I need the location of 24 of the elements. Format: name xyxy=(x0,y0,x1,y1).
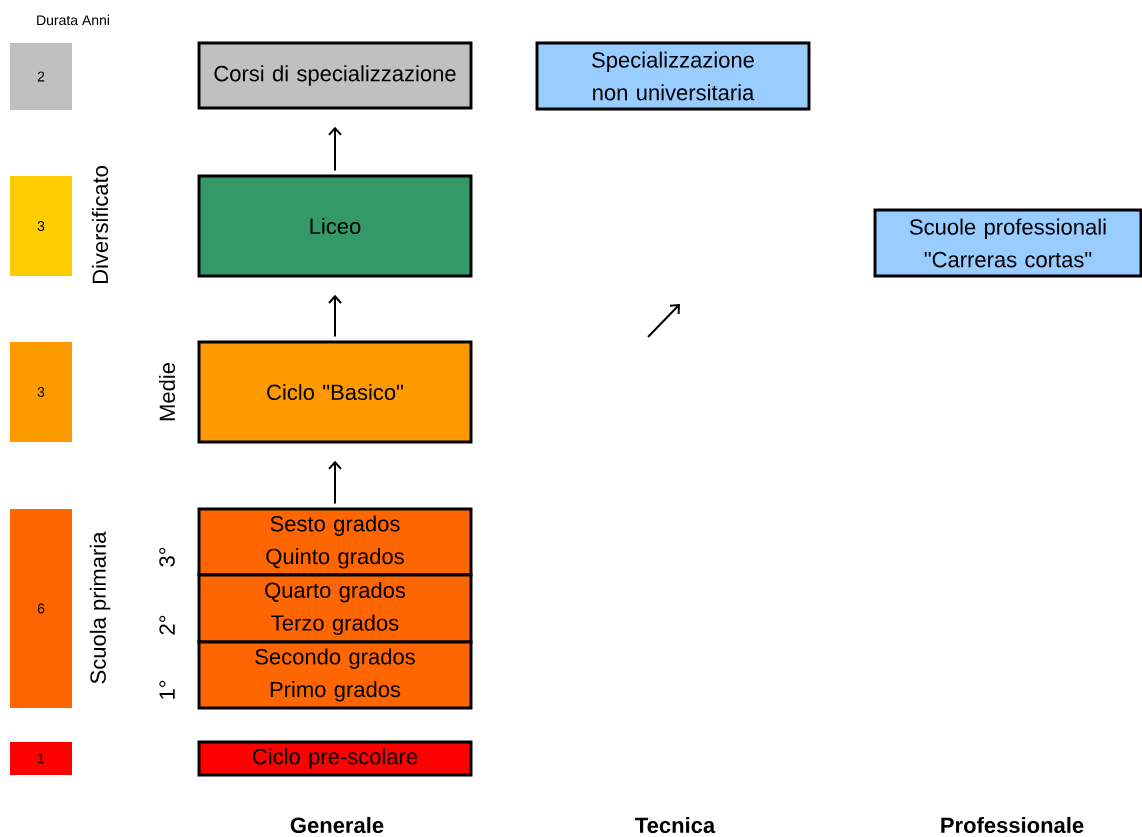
duration-box: 3 xyxy=(10,342,72,442)
duration-box: 3 xyxy=(10,176,72,276)
arrow xyxy=(328,126,342,172)
rotated-label: 3° xyxy=(159,547,175,567)
rotated-label: 2° xyxy=(159,615,175,635)
column-heading: Generale xyxy=(290,816,384,834)
level-box: Liceo xyxy=(197,174,473,278)
level-box: Scuole professionali "Carreras cortas" xyxy=(873,208,1142,278)
level-box: Quarto grados Terzo grados xyxy=(197,573,473,644)
level-box: Ciclo "Basico" xyxy=(197,340,473,444)
arrow xyxy=(328,294,342,338)
column-heading: Professionale xyxy=(941,816,1084,834)
rotated-label: 1° xyxy=(159,680,175,699)
duration-box: 6 xyxy=(10,509,72,708)
level-box: Specializzazione non universitaria xyxy=(535,41,811,111)
level-box: Ciclo pre-scolare xyxy=(197,740,473,777)
level-box: Secondo grados Primo grados xyxy=(197,640,473,710)
duration-box: 2 xyxy=(10,43,72,110)
rotated-label: Medie xyxy=(158,363,176,421)
arrow xyxy=(328,460,342,505)
duration-box: 1 xyxy=(10,742,72,775)
column-heading: Tecnica xyxy=(635,816,716,834)
level-box: Sesto grados Quinto grados xyxy=(197,507,473,577)
level-box: Corsi di specializzazione xyxy=(197,41,473,110)
